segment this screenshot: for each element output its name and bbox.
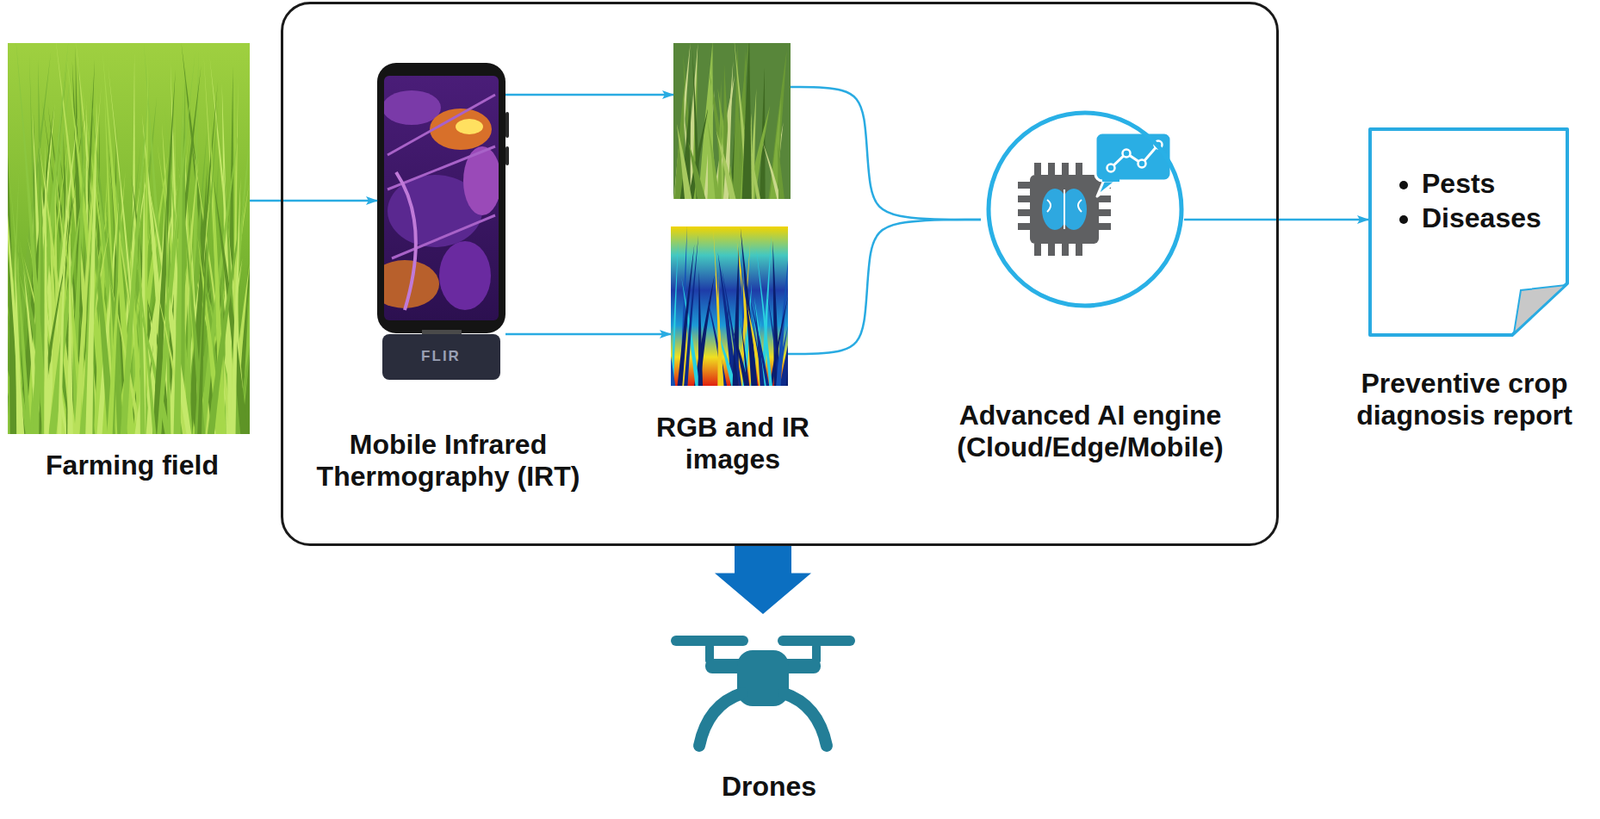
node-caption: Mobile Infrared Thermography (IRT): [293, 428, 604, 493]
grass-blade: [716, 130, 738, 199]
grass-blade: [32, 175, 42, 435]
node-caption: Drones: [682, 770, 856, 803]
node-caption: RGB and IR images: [642, 411, 824, 476]
grass-blade: [688, 142, 708, 199]
ir-image: RGB and IR images: [670, 226, 788, 386]
process-frame: Mobile Infrared Thermography (IRT) RGB an…: [280, 1, 1279, 546]
arrow-connector: [1184, 218, 1369, 222]
ai-engine-circle: Advanced AI engine (Cloud/Edge/Mobile): [986, 110, 1185, 309]
chip-pin: [1048, 162, 1055, 175]
bullet-list: PestsDiseases: [1368, 127, 1569, 236]
chip-pin: [1017, 209, 1030, 217]
drone-icon: [670, 635, 856, 746]
field-image: Farming field: [7, 43, 250, 435]
grass-blade: [119, 73, 150, 435]
grass-blade: [775, 245, 788, 386]
chip-pin: [1075, 162, 1083, 175]
flir-module: [382, 334, 501, 380]
grass-blade: [241, 74, 250, 435]
report-page: PestsDiseasesPreventive crop diagnosis r…: [1368, 127, 1569, 337]
chip-pin: [1034, 243, 1042, 256]
grass-blade: [740, 228, 759, 386]
grass-blade: [155, 284, 188, 435]
chart-bubble: [1095, 132, 1172, 181]
grass-blade: [698, 269, 704, 386]
brace-connector: [787, 219, 981, 354]
bullet-item: Diseases: [1421, 200, 1569, 236]
grass-blade: [747, 303, 766, 386]
chip-pin: [1098, 209, 1111, 217]
grass-blade: [733, 43, 751, 199]
circle-outline: [986, 110, 1185, 309]
grass-blade: [714, 267, 725, 386]
arrow-connector: [249, 199, 378, 203]
chip-pin: [1017, 181, 1030, 189]
chip-pin: [1061, 243, 1069, 256]
grass-blade: [777, 142, 786, 199]
grass-blade: [29, 43, 69, 435]
chip-pin: [1098, 195, 1111, 203]
grass-blade: [15, 43, 50, 435]
grass-blade: [721, 267, 744, 386]
chip-pin: [1098, 223, 1111, 230]
brace-connector: [790, 86, 981, 220]
grass-blade: [756, 248, 774, 386]
grass-blade: [74, 84, 102, 435]
grass-blade: [173, 80, 184, 435]
chip-pin: [1017, 195, 1030, 203]
grass-blade: [670, 318, 677, 386]
rgb-image: [673, 43, 791, 199]
device-logo: FLIR: [421, 347, 461, 366]
grass-blade: [676, 123, 694, 199]
thermal-camera: Mobile Infrared Thermography (IRT): [377, 62, 506, 380]
chip-pin: [1048, 243, 1055, 256]
grass-blade: [197, 239, 207, 435]
chip-pin: [1017, 223, 1030, 230]
grass-blade: [768, 49, 788, 199]
bullet-item: Pests: [1421, 166, 1569, 201]
arrow-connector: [505, 333, 671, 336]
grass-blade: [732, 328, 752, 386]
grass-blade: [706, 117, 721, 199]
grass-blade: [106, 231, 123, 435]
grass-blade: [673, 43, 691, 199]
grass-blade: [740, 317, 751, 386]
grass-blade: [43, 141, 50, 435]
node-caption: Advanced AI engine (Cloud/Edge/Mobile): [935, 399, 1246, 464]
chip-pin: [1034, 162, 1042, 175]
grass-blade: [14, 245, 23, 435]
chip-pin: [1075, 243, 1083, 256]
node-caption: Preventive crop diagnosis report: [1348, 367, 1582, 432]
grass-blade: [682, 235, 699, 386]
grass-blade: [229, 177, 242, 435]
grass-blade: [67, 231, 74, 435]
arrow-connector: [505, 93, 674, 97]
grass-blade: [57, 146, 69, 435]
grass-blade: [676, 243, 695, 386]
grass-blade: [741, 43, 752, 199]
grass-blade: [7, 62, 25, 435]
drone: Drones: [676, 613, 862, 752]
chip-icon: [1029, 174, 1099, 244]
grass-blade: [713, 226, 725, 386]
grass-blade: [165, 167, 172, 435]
block-arrow: [714, 545, 812, 614]
chip-pin: [1061, 162, 1069, 175]
node-caption: Farming field: [12, 449, 254, 482]
